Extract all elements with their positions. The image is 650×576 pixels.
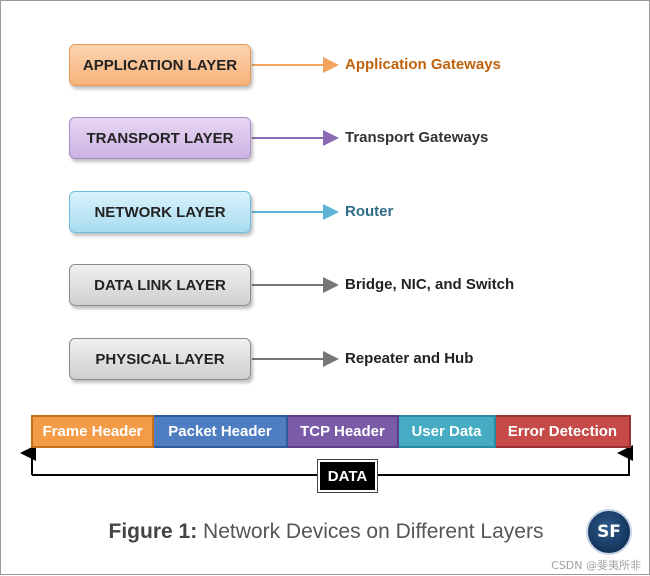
network-device-label: Router	[345, 203, 394, 220]
application-layer-box: APPLICATION LAYER	[69, 44, 251, 86]
packet-structure: Frame Header Packet Header TCP Header Us…	[31, 415, 631, 448]
tcp-header-segment: TCP Header	[288, 415, 399, 448]
physical-layer-box: PHYSICAL LAYER	[69, 338, 251, 380]
transport-layer-box: TRANSPORT LAYER	[69, 117, 251, 159]
network-layer-box: NETWORK LAYER	[69, 191, 251, 233]
physical-device-label: Repeater and Hub	[345, 350, 474, 367]
sf-logo: SF	[586, 509, 632, 555]
figure-caption: Figure 1: Network Devices on Different L…	[1, 520, 650, 544]
error-detection-segment: Error Detection	[496, 415, 631, 448]
csdn-watermark: CSDN @斐夷所非	[551, 559, 641, 572]
frame-header-segment: Frame Header	[31, 415, 154, 448]
figure-caption-prefix: Figure 1:	[108, 520, 198, 543]
data-link-layer-box: DATA LINK LAYER	[69, 264, 251, 306]
figure-caption-text: Network Devices on Different Layers	[203, 520, 544, 543]
packet-header-segment: Packet Header	[154, 415, 288, 448]
sf-logo-text: SF	[597, 522, 621, 542]
data-span-label: DATA	[318, 460, 377, 492]
data-link-device-label: Bridge, NIC, and Switch	[345, 276, 515, 293]
application-device-label: Application Gateways	[345, 56, 501, 73]
transport-device-label: Transport Gateways	[345, 129, 489, 146]
user-data-segment: User Data	[399, 415, 496, 448]
